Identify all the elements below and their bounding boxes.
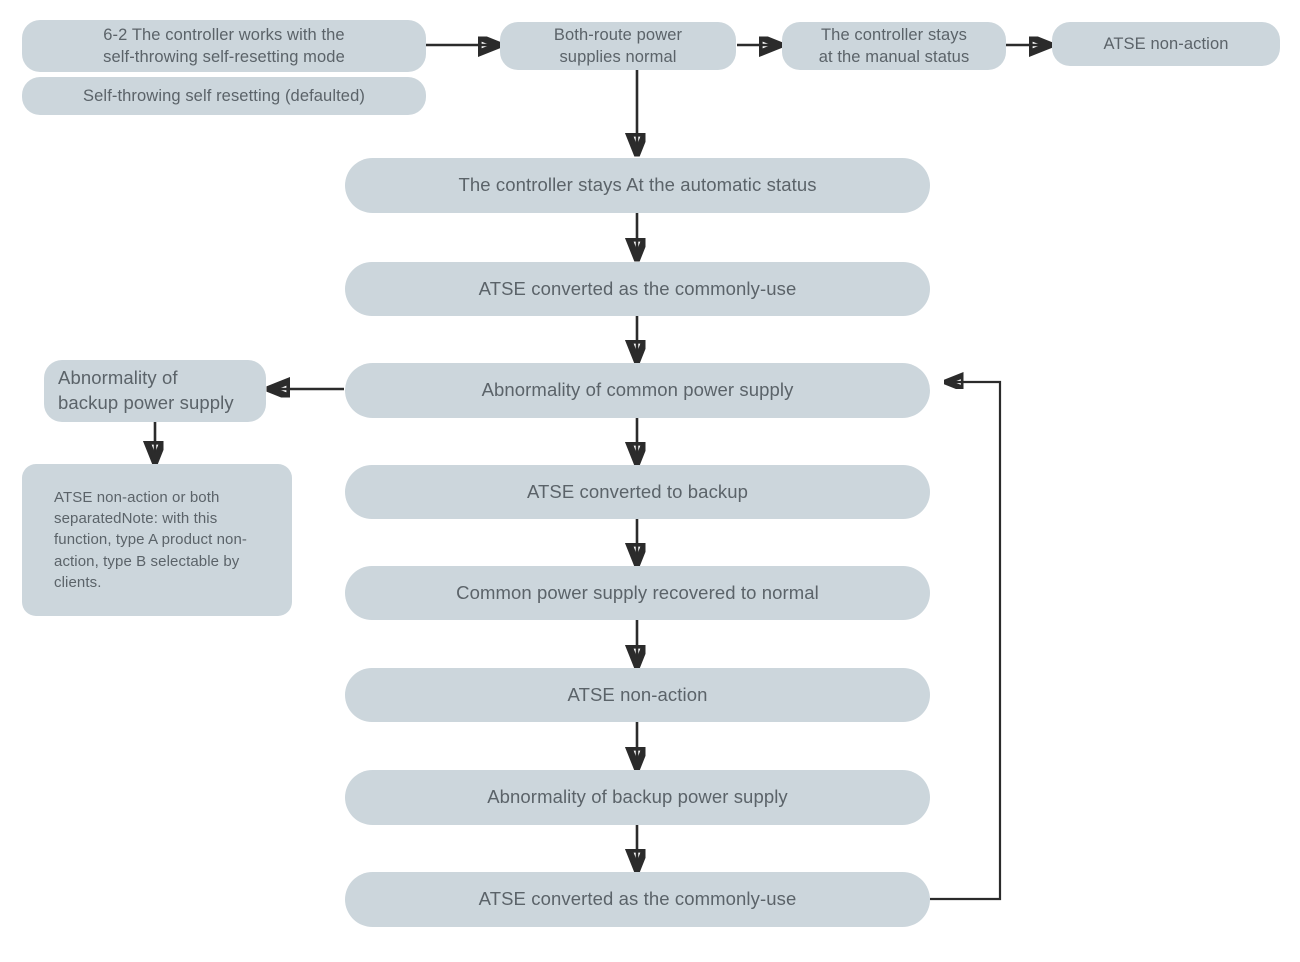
node-abnormality-of-backup-power-supply-left[interactable]: Abnormality of backup power supply bbox=[44, 360, 266, 422]
node-atse-non-action-mid[interactable]: ATSE non-action bbox=[345, 668, 930, 722]
node-note-atse-non-action-separated[interactable]: ATSE non-action or both separatedNote: w… bbox=[22, 464, 292, 616]
node-controller-automatic-status[interactable]: The controller stays At the automatic st… bbox=[345, 158, 930, 213]
node-controller-manual-status[interactable]: The controller stays at the manual statu… bbox=[782, 22, 1006, 70]
node-both-route-power-supplies-normal[interactable]: Both-route power supplies normal bbox=[500, 22, 736, 70]
node-atse-non-action-top[interactable]: ATSE non-action bbox=[1052, 22, 1280, 66]
node-atse-converted-commonly-use-2[interactable]: ATSE converted as the commonly-use bbox=[345, 872, 930, 927]
node-atse-converted-to-backup[interactable]: ATSE converted to backup bbox=[345, 465, 930, 519]
edge-feedback-loop bbox=[930, 382, 1002, 901]
node-common-power-supply-recovered[interactable]: Common power supply recovered to normal bbox=[345, 566, 930, 620]
node-abnormality-of-common-power-supply[interactable]: Abnormality of common power supply bbox=[345, 363, 930, 418]
node-abnormality-of-backup-power-supply-main[interactable]: Abnormality of backup power supply bbox=[345, 770, 930, 825]
node-mode-title[interactable]: 6-2 The controller works with the self-t… bbox=[22, 20, 426, 72]
node-mode-default[interactable]: Self-throwing self resetting (defaulted) bbox=[22, 77, 426, 115]
node-atse-converted-commonly-use-1[interactable]: ATSE converted as the commonly-use bbox=[345, 262, 930, 316]
